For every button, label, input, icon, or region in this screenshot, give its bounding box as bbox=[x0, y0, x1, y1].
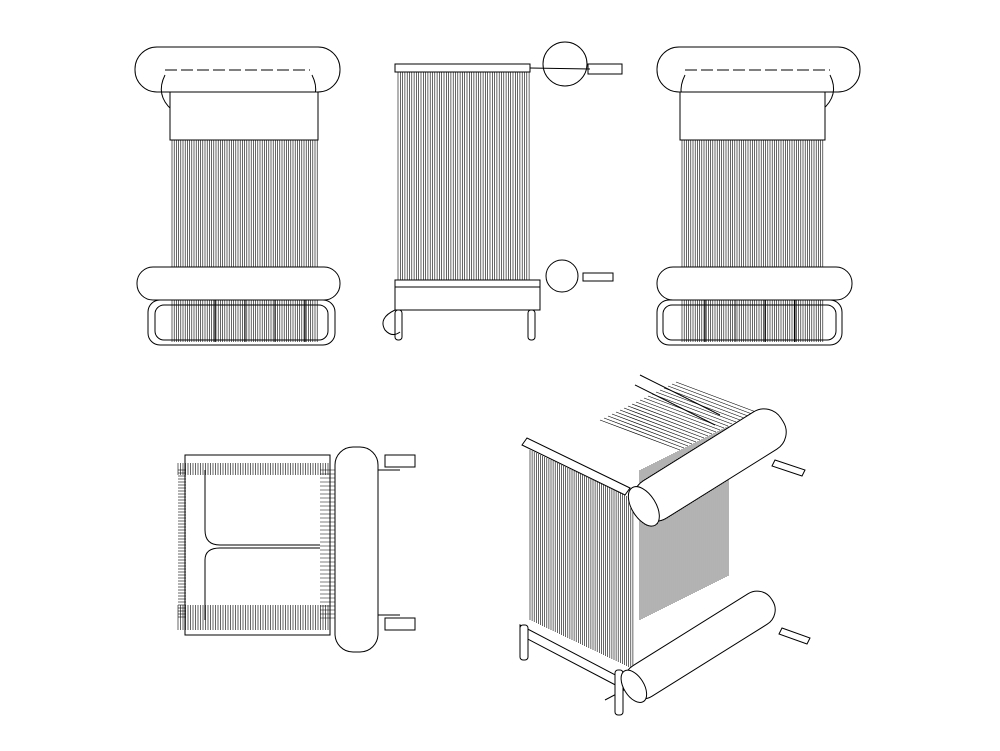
upper-nozzle bbox=[771, 459, 806, 477]
upper-drum bbox=[627, 408, 787, 527]
header-loop-lower bbox=[204, 547, 320, 620]
tube bbox=[635, 401, 717, 433]
tube-bank bbox=[529, 381, 757, 669]
tube bbox=[671, 383, 753, 415]
tube-bank bbox=[681, 140, 824, 342]
upper-nozzle bbox=[587, 63, 623, 75]
upper-rail-back bbox=[634, 374, 721, 426]
lower-header-box bbox=[147, 299, 336, 346]
tube bbox=[655, 391, 737, 423]
lower-drum bbox=[136, 266, 341, 301]
side-view bbox=[382, 41, 623, 341]
upper-connector bbox=[529, 67, 591, 70]
header-loop-upper bbox=[204, 470, 320, 546]
tube bbox=[627, 405, 709, 437]
top-header-bar bbox=[394, 63, 531, 73]
tube bbox=[619, 409, 701, 441]
riser-pipe-left bbox=[160, 74, 173, 111]
tube bbox=[611, 413, 693, 445]
lower-header-inner bbox=[662, 304, 837, 341]
tube-bank bbox=[171, 140, 318, 342]
tube-panel-blank bbox=[679, 91, 826, 141]
upper-drum-end bbox=[627, 486, 660, 527]
lower-nozzle bbox=[778, 627, 811, 645]
upper-drum-section bbox=[542, 41, 588, 87]
lower-nozzle bbox=[582, 272, 614, 282]
tube bbox=[603, 417, 685, 449]
lower-drum bbox=[656, 266, 853, 301]
isometric-view bbox=[519, 374, 811, 716]
drain-pipe bbox=[382, 309, 401, 336]
tube bbox=[663, 387, 745, 419]
tube bbox=[651, 393, 733, 425]
nozzle-upper bbox=[384, 454, 416, 468]
tube-bank bbox=[397, 72, 530, 280]
lower-drum bbox=[620, 590, 776, 703]
nozzle-lower bbox=[384, 617, 416, 631]
tube bbox=[607, 415, 689, 447]
lower-header-inner bbox=[154, 304, 329, 341]
frame-leg-right bbox=[527, 309, 536, 341]
front-view bbox=[134, 46, 341, 346]
frame-leg-left bbox=[394, 309, 403, 341]
tube bbox=[615, 411, 697, 443]
tube bbox=[631, 403, 713, 435]
lower-header-box bbox=[656, 299, 843, 346]
tube bbox=[667, 385, 749, 417]
tube bbox=[623, 407, 705, 439]
rear-view bbox=[656, 46, 861, 346]
upper-rail-left bbox=[521, 437, 631, 496]
tube bbox=[599, 419, 681, 451]
drum-plan bbox=[334, 446, 379, 653]
lower-drum-section bbox=[545, 259, 579, 293]
lower-drum-end bbox=[620, 669, 648, 703]
tube-panel-blank bbox=[169, 91, 319, 141]
tube bbox=[639, 399, 721, 431]
tube bbox=[675, 381, 757, 413]
frame-leg bbox=[519, 624, 529, 661]
plan-view bbox=[177, 446, 416, 653]
bottom-frame bbox=[394, 279, 541, 311]
